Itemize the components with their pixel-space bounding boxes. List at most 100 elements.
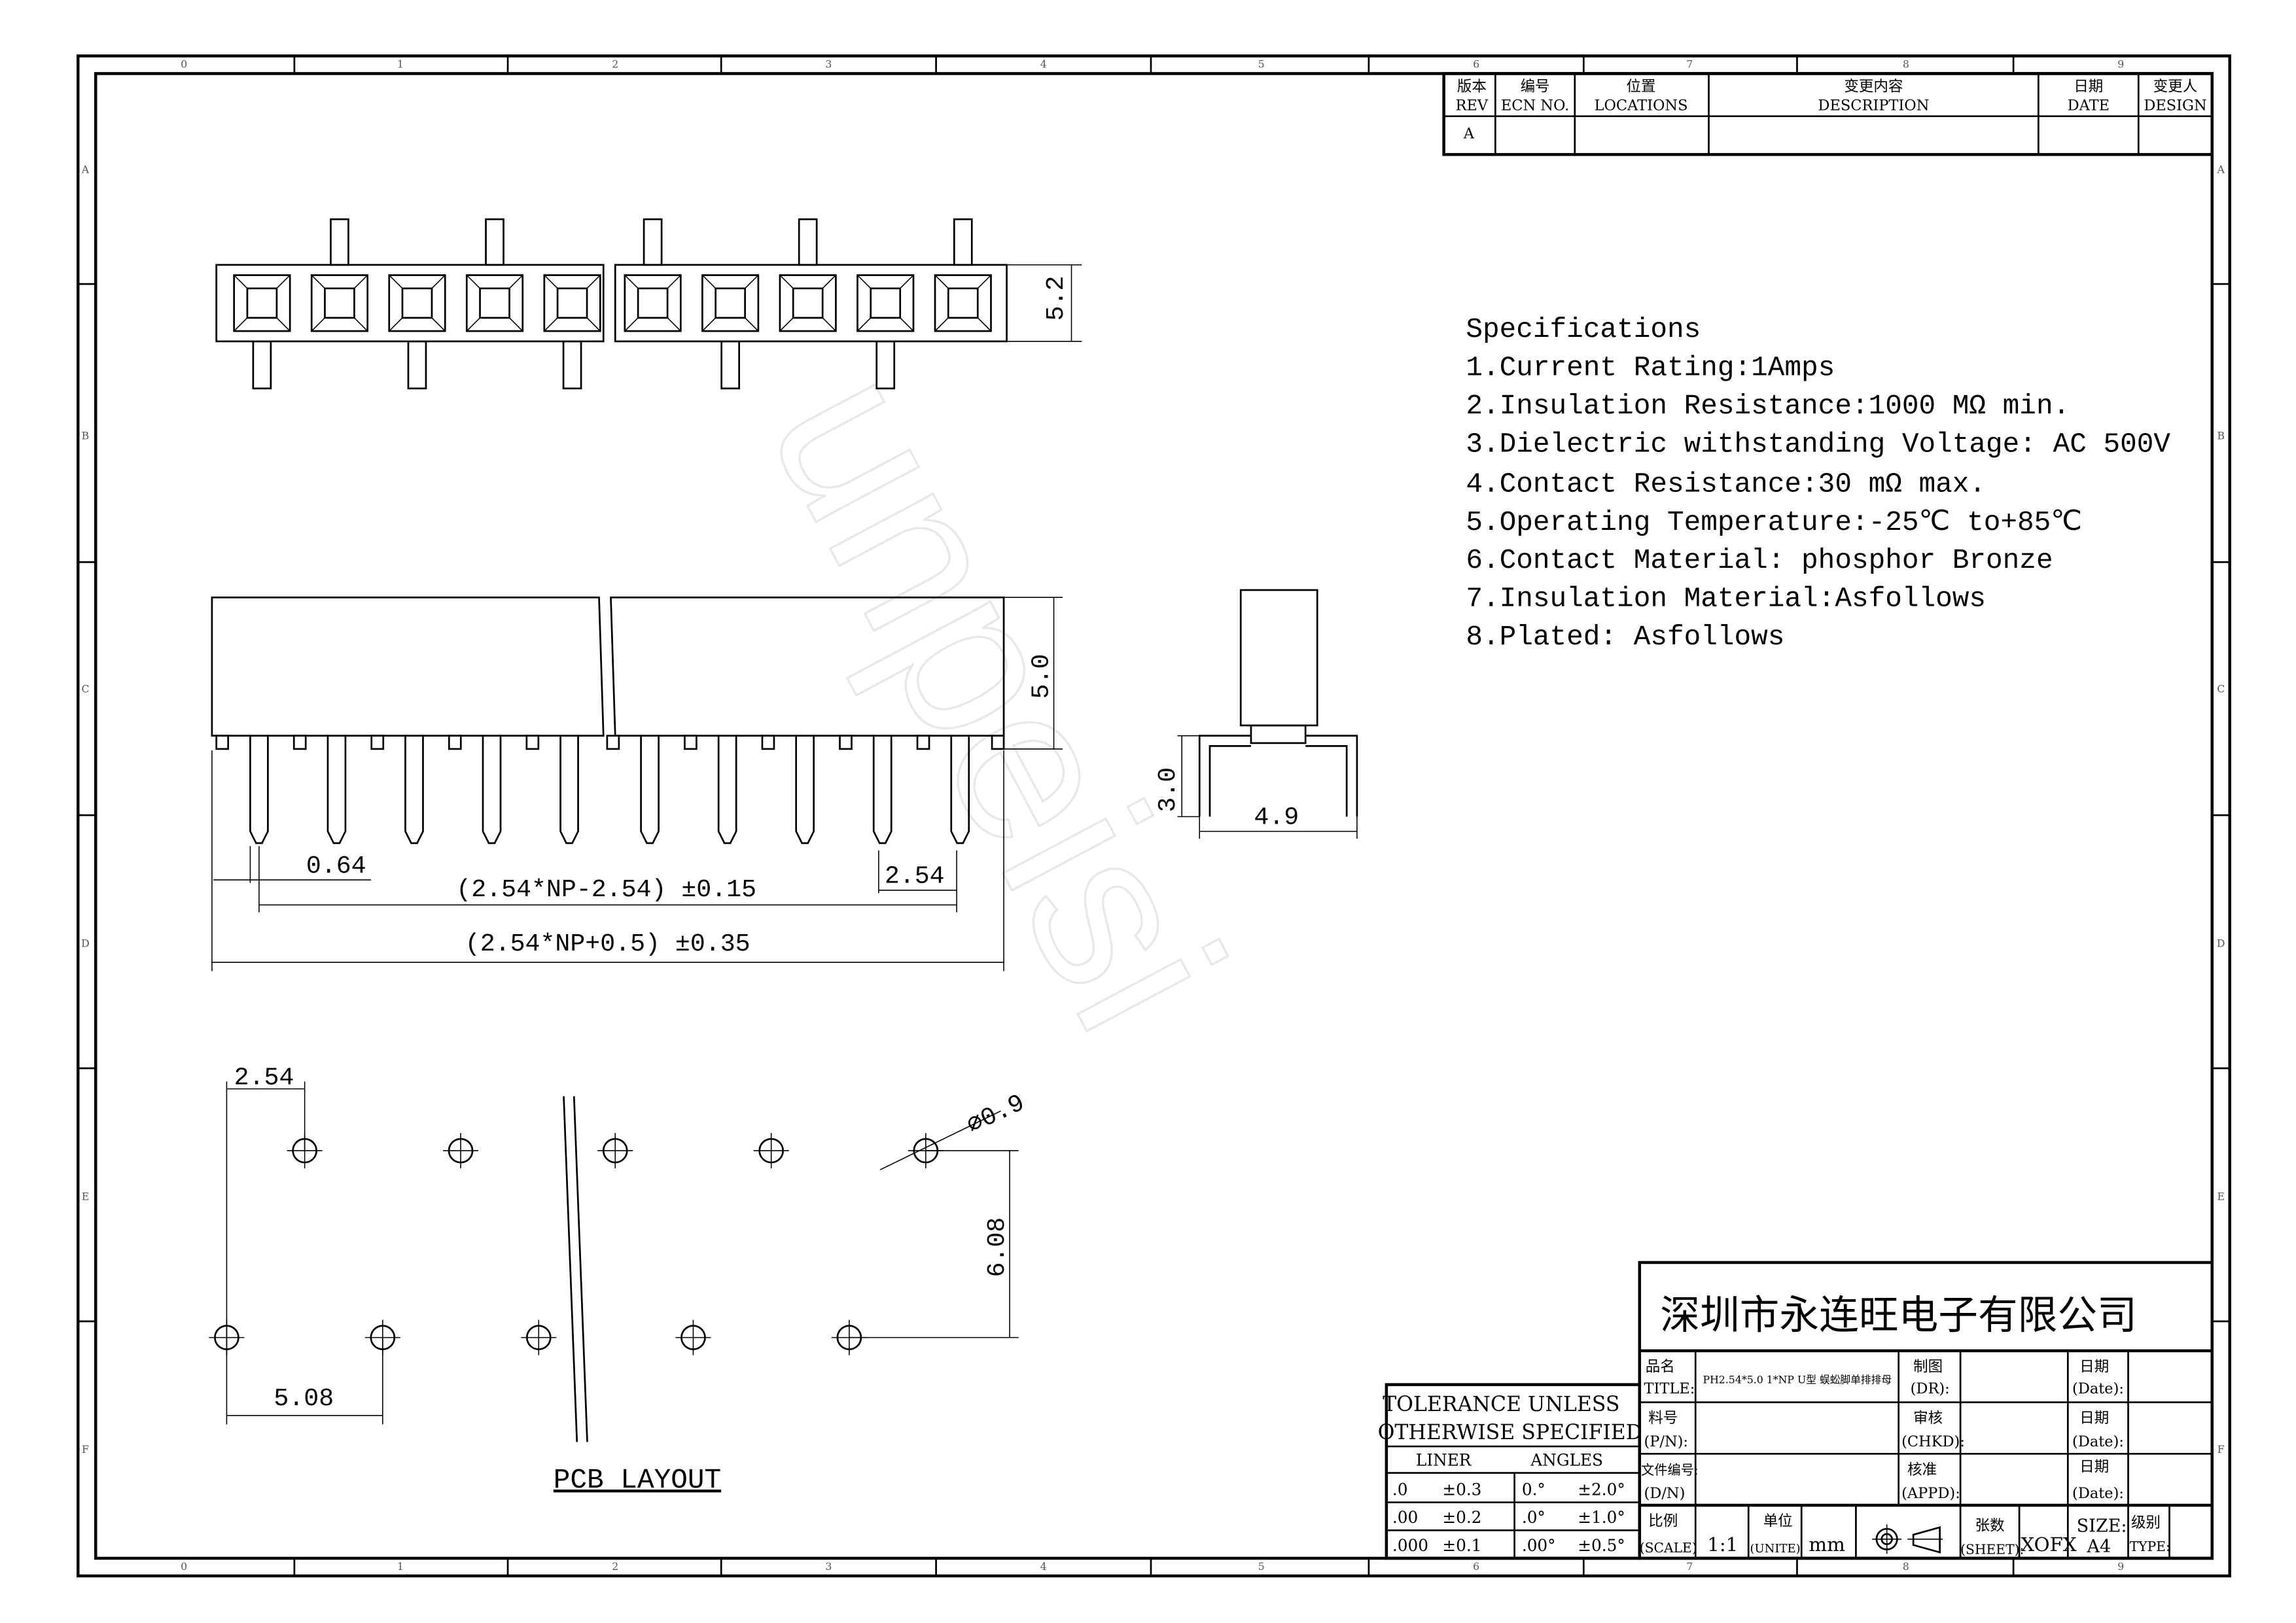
pin-top [798, 218, 818, 266]
contact-cavity [934, 274, 992, 332]
spec-item: 8.Plated: Asfollows [1466, 621, 1784, 653]
contact-cavity [233, 274, 291, 332]
contact-cavity-inner [246, 287, 278, 319]
grid-row-label: E [2217, 1190, 2225, 1202]
tol-cell: .0 [1392, 1480, 1408, 1499]
grid-column-label: 7 [1686, 1560, 1693, 1573]
sheet-cn: 张数 [1975, 1517, 2005, 1534]
dim-pin-width: 0.64 [306, 852, 366, 881]
grid-row-label: A [81, 163, 90, 175]
pcb-hole-center [831, 1319, 867, 1355]
company-name: 深圳市永连旺电子有限公司 [1660, 1293, 2137, 1338]
grid-column-label: 2 [612, 58, 618, 70]
type-en: TYPE: [2130, 1539, 2170, 1554]
pin-standoff [991, 735, 1005, 750]
grid-column-label: 8 [1903, 1560, 1909, 1573]
dim-total-length: (2.54*NP+0.5) ±0.35 [465, 930, 751, 958]
grid-column-label: 2 [612, 1560, 618, 1573]
dim-pcb-row-gap: 6.08 [983, 1217, 1012, 1278]
grid-row-label: B [2217, 429, 2225, 442]
spec-item: 7.Insulation Material:Asfollows [1466, 583, 1986, 615]
dr-en: (DR): [1911, 1380, 1950, 1397]
title-label-en: TITLE: [1644, 1380, 1695, 1397]
dim-body-height: 5.0 [1028, 654, 1056, 699]
pn-label-en: (P/N): [1644, 1433, 1689, 1450]
pin-bottom [562, 340, 582, 390]
dim-side-leg: 3.0 [1154, 767, 1182, 812]
contact-cavity-inner [792, 287, 824, 319]
spec-item: 4.Contact Resistance:30 mΩ max. [1466, 468, 1986, 500]
cavity-chamfer [544, 275, 601, 332]
scale-en: (SCALE) [1640, 1540, 1697, 1556]
contact-cavity-inner [870, 287, 902, 319]
spec-item: 2.Insulation Resistance:1000 MΩ min. [1466, 390, 2070, 422]
grid-row-label: B [82, 429, 90, 442]
locations-header-cn: 位置 [1627, 78, 1656, 95]
ecn-header-en: ECN NO. [1501, 97, 1569, 114]
cavity-chamfer [466, 275, 523, 332]
grid-row-label: D [81, 937, 90, 949]
date-en: (Date): [2072, 1485, 2124, 1502]
top-view: 5.2 [215, 218, 1082, 390]
tol-cell: .000 [1392, 1536, 1428, 1555]
pin-bottom [720, 340, 740, 390]
spec-item: 6.Contact Material: phosphor Bronze [1466, 544, 2053, 576]
grid-column-label: 6 [1473, 1560, 1479, 1573]
contact-cavity-inner [947, 287, 979, 319]
cavity-chamfer [389, 275, 446, 332]
grid-column-label: 3 [825, 58, 832, 70]
pcb-hole-center [521, 1319, 557, 1355]
dim-pitch: 2.54 [885, 863, 945, 891]
unit-value: mm [1809, 1533, 1845, 1556]
title-value: PH2.54*5.0 1*NP U型 蜈蚣脚单排排母 [1703, 1373, 1892, 1386]
pcb-hole-center [908, 1132, 944, 1168]
contact-cavity [310, 274, 369, 332]
size-value: A4 [2087, 1537, 2111, 1557]
grid-column-label: 4 [1040, 58, 1047, 70]
pin-top [643, 218, 663, 266]
pin-standoff [916, 735, 930, 750]
pin-bottom [875, 340, 896, 390]
grid-row-label: C [81, 682, 89, 695]
grid-column-label: 5 [1258, 58, 1265, 70]
specifications: Specifications 1.Current Rating:1Amps 2.… [1466, 313, 2170, 653]
cavity-chamfer [779, 275, 836, 332]
front-view: 5.0 0.64 2.54 (2.54*NP-2.54) ±0.15 (2.54… [211, 596, 1063, 971]
date-header-cn: 日期 [2074, 78, 2103, 95]
pcb-hole-center [209, 1319, 245, 1355]
date-cn: 日期 [2079, 1458, 2109, 1475]
grid-column-label: 0 [181, 58, 187, 70]
contact-cavity-inner [715, 287, 746, 319]
pin-bottom [407, 340, 427, 390]
sheet-en: (SHEET): [1960, 1541, 2024, 1557]
dn-label-en: (D/N) [1644, 1485, 1686, 1502]
spec-item: 3.Dielectric withstanding Voltage: AC 50… [1466, 428, 2170, 461]
pcb-hole-center [675, 1319, 711, 1355]
dim-pcb-stagger: 5.08 [274, 1385, 334, 1413]
tol-cell: 0.° [1522, 1480, 1545, 1499]
appd-cn: 核准 [1907, 1461, 1937, 1478]
contact-cavity [624, 274, 682, 332]
chkd-en: (CHKD): [1901, 1433, 1965, 1450]
pcb-layout: 2.54 5.08 6.08 ⌀0.9 PCB LAYOUT [209, 1064, 1029, 1496]
liner-label: LINER [1416, 1450, 1472, 1469]
spec-item: 5.Operating Temperature:-25℃ to+85℃ [1466, 506, 2082, 538]
contact-cavity-inner [637, 287, 669, 319]
contact-cavity-inner [324, 287, 355, 319]
pin-standoff [215, 735, 230, 750]
pin-top [485, 218, 504, 266]
spec-title: Specifications [1466, 313, 1701, 345]
pin-standoff [292, 735, 307, 750]
pin-standoff [370, 735, 385, 750]
contact-cavity [701, 274, 760, 332]
contact-cavity [543, 274, 601, 332]
grid-row-label: F [2217, 1443, 2225, 1456]
pin-tail [249, 735, 269, 845]
date-cn: 日期 [2079, 1410, 2109, 1427]
description-header-cn: 变更内容 [1844, 78, 1903, 95]
grid-column-label: 8 [1903, 58, 1909, 70]
angles-label: ANGLES [1530, 1450, 1603, 1469]
description-header-en: DESCRIPTION [1818, 97, 1929, 114]
